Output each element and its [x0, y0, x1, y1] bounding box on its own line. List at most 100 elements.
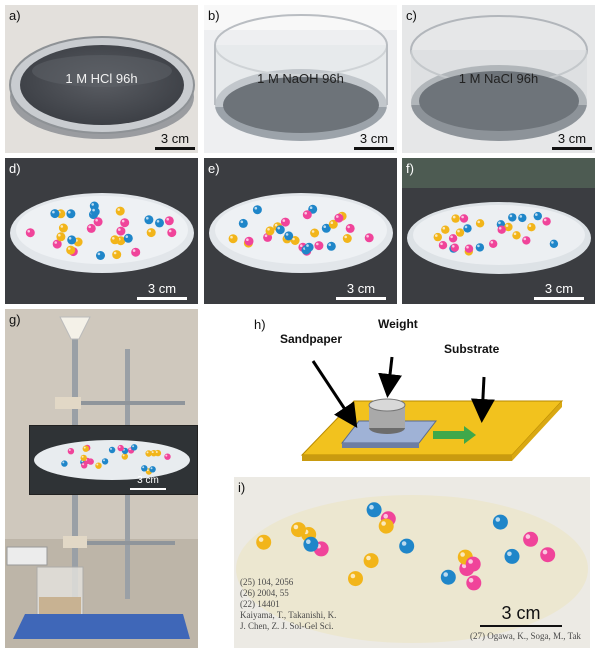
droplet	[463, 224, 472, 233]
panel-d-label: d)	[9, 161, 21, 176]
scale-bar-c-label: 3 cm	[557, 131, 587, 146]
droplet	[50, 209, 60, 219]
droplet-highlight	[300, 244, 303, 247]
droplet	[244, 236, 254, 246]
droplet	[154, 449, 162, 457]
droplet-highlight	[91, 203, 94, 206]
droplet-highlight	[369, 504, 374, 510]
droplet	[120, 218, 130, 228]
panel-i: (25) 104, 2056 (26) 2004, 55 (22) 14401 …	[234, 477, 590, 648]
droplet-highlight	[507, 551, 512, 557]
droplet	[378, 518, 394, 534]
droplet	[522, 236, 531, 245]
droplet	[252, 205, 262, 215]
droplet	[348, 571, 363, 587]
scale-bar-d: 3 cm	[137, 278, 187, 300]
droplet	[342, 234, 352, 243]
droplet-highlight	[304, 211, 307, 215]
droplet	[533, 211, 542, 221]
droplet	[523, 531, 539, 547]
droplet	[284, 231, 294, 241]
droplet	[131, 247, 141, 257]
droplet-highlight	[336, 215, 339, 218]
scale-bar-c-line	[552, 147, 592, 150]
droplet	[540, 547, 556, 563]
droplet-highlight	[309, 206, 313, 209]
scale-bar-g: 3 cm	[130, 472, 166, 490]
panel-c-caption: 1 M NaCl 96h	[458, 71, 539, 86]
droplet-highlight	[306, 244, 309, 247]
droplet	[475, 243, 485, 252]
droplet-highlight	[27, 229, 31, 233]
droplet	[90, 207, 100, 217]
droplet-highlight	[68, 449, 71, 451]
droplet-highlight	[435, 234, 438, 237]
droplet	[86, 223, 96, 233]
droplet-highlight	[461, 563, 467, 569]
droplet	[95, 462, 102, 469]
droplet	[265, 226, 275, 236]
droplet	[433, 232, 442, 242]
droplet-highlight	[443, 572, 448, 577]
droplet	[141, 465, 148, 472]
panel-e-label: e)	[208, 161, 220, 176]
droplets-i-image	[234, 477, 590, 648]
droplet-highlight	[292, 237, 295, 241]
droplet-highlight	[92, 208, 95, 212]
droplet	[131, 444, 138, 451]
scale-bar-b-label: 3 cm	[359, 131, 389, 146]
droplet-highlight	[461, 215, 464, 219]
droplet	[345, 223, 355, 233]
droplet-highlight	[82, 463, 85, 466]
droplet	[108, 446, 116, 454]
droplet	[81, 462, 88, 469]
panel-d: d) 3 cm	[5, 158, 198, 304]
droplet	[310, 228, 320, 238]
droplet-highlight	[83, 446, 86, 449]
droplet	[115, 206, 125, 216]
droplet	[466, 575, 482, 591]
bg-line-3: (27) Ogawa, K., Soga, M., Tak	[470, 631, 581, 641]
droplet-highlight	[267, 228, 270, 231]
panel-e: e) 3 cm	[204, 158, 397, 304]
droplet	[96, 251, 105, 260]
droplet	[527, 223, 536, 232]
droplet	[542, 217, 551, 226]
bg-line-4: (25) 104, 2056	[240, 577, 294, 587]
droplet-highlight	[505, 224, 509, 227]
scale-bar-g-line	[130, 488, 166, 490]
droplet-highlight	[450, 235, 453, 239]
droplet	[121, 453, 128, 460]
panel-b: b) 1 M NaOH 96h 3 cm	[204, 5, 397, 153]
droplet	[303, 536, 319, 552]
bg-line-5: (26) 2004, 55	[240, 588, 289, 598]
droplet-highlight	[112, 237, 115, 240]
droplet-highlight	[468, 559, 473, 564]
droplet-highlight	[122, 454, 125, 457]
scale-bar-f-line	[534, 297, 584, 300]
droplet-highlight	[542, 549, 548, 555]
droplet	[440, 569, 456, 585]
droplet-highlight	[344, 235, 347, 239]
droplet	[549, 239, 559, 248]
substrate-label: Substrate	[444, 342, 500, 356]
droplet-highlight	[498, 221, 501, 225]
droplet-highlight	[67, 247, 71, 250]
droplet-highlight	[168, 229, 172, 233]
droplet	[459, 214, 469, 223]
panel-a-label: a)	[9, 8, 21, 23]
droplet-highlight	[166, 217, 169, 221]
droplet	[438, 241, 448, 250]
droplet-highlight	[258, 537, 264, 542]
droplet-highlight	[274, 223, 278, 227]
panel-b-caption: 1 M NaOH 96h	[257, 71, 344, 86]
droplet-highlight	[118, 446, 121, 448]
panel-b-label: b)	[208, 8, 220, 23]
panel-a-caption: 1 M HCl 96h	[65, 71, 138, 86]
droplet-highlight	[155, 451, 158, 453]
droplet	[363, 553, 379, 569]
droplet-highlight	[460, 552, 465, 557]
droplet	[326, 241, 336, 251]
droplet	[399, 538, 415, 554]
weight-label: Weight	[378, 317, 418, 331]
